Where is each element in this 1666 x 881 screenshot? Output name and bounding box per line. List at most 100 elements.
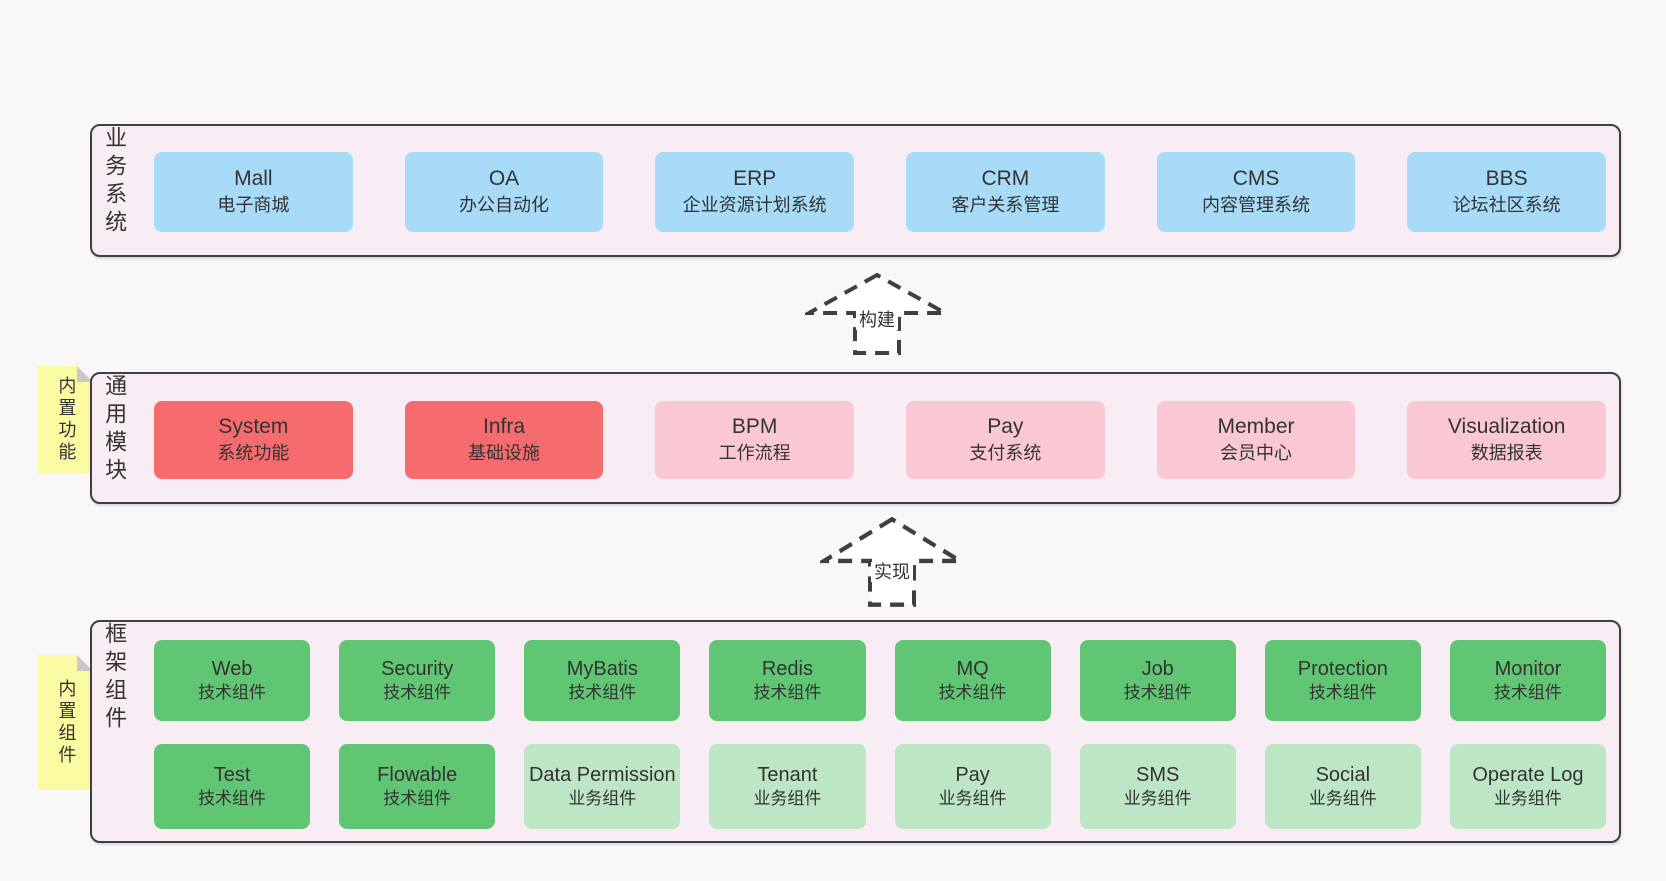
- box-name: CRM: [981, 167, 1030, 190]
- box-desc: 办公自动化: [459, 195, 549, 215]
- band-business-systems: 业务系统 Mall 电子商城 OA 办公自动化 ERP 企业资源计划系统 CRM 客户关…: [90, 124, 1621, 257]
- box-desc: 业务组件: [1123, 788, 1192, 808]
- box-name: Social: [1315, 763, 1371, 786]
- box-name: Redis: [761, 657, 813, 680]
- box-system: System 系统功能: [154, 401, 353, 479]
- box-desc: 电子商城: [217, 195, 290, 215]
- box-name: Tenant: [757, 763, 818, 786]
- box-mall: Mall 电子商城: [154, 152, 353, 232]
- box-desc: 数据报表: [1470, 443, 1543, 463]
- box-name: BBS: [1485, 167, 1528, 190]
- box-name: BPM: [731, 415, 778, 438]
- box-desc: 技术组件: [383, 682, 452, 702]
- box-desc: 业务组件: [1308, 788, 1377, 808]
- box-name: Visualization: [1447, 415, 1566, 438]
- band-row: Mall 电子商城 OA 办公自动化 ERP 企业资源计划系统 CRM 客户关系管理 C…: [154, 152, 1607, 232]
- box-pay-module: Pay 支付系统: [906, 401, 1105, 479]
- sticky-note-builtin-features: 内置功能: [38, 366, 93, 473]
- box-name: OA: [488, 167, 520, 190]
- box-name: Pay: [955, 763, 990, 786]
- box-name: Infra: [482, 415, 526, 438]
- arrow-build-label: 构建: [805, 306, 949, 332]
- box-name: ERP: [733, 167, 777, 190]
- box-name: CMS: [1232, 167, 1280, 190]
- arrow-build: 构建: [805, 272, 949, 356]
- box-bbs: BBS 论坛社区系统: [1407, 152, 1607, 232]
- box-desc: 论坛社区系统: [1452, 195, 1561, 215]
- box-name: MyBatis: [566, 657, 638, 680]
- band-label-common-modules: 通用模块: [102, 374, 128, 486]
- box-desc: 技术组件: [198, 682, 267, 702]
- box-desc: 内容管理系统: [1202, 195, 1311, 215]
- box-desc: 支付系统: [969, 443, 1042, 463]
- box-erp: ERP 企业资源计划系统: [655, 152, 855, 232]
- box-name: Flowable: [377, 763, 458, 786]
- arrow-implement-label: 实现: [820, 558, 964, 584]
- box-desc: 技术组件: [1493, 682, 1562, 702]
- box-desc: 业务组件: [753, 788, 822, 808]
- arrow-implement: 实现: [820, 516, 964, 608]
- box-name: Monitor: [1494, 657, 1562, 680]
- box-name: Member: [1217, 415, 1295, 438]
- box-name: MQ: [956, 657, 989, 680]
- box-desc: 客户关系管理: [951, 195, 1060, 215]
- box-desc: 业务组件: [1493, 788, 1562, 808]
- band-label-business-systems: 业务系统: [102, 126, 128, 238]
- box-name: Web: [211, 657, 253, 680]
- box-desc: 技术组件: [383, 788, 452, 808]
- box-desc: 会员中心: [1220, 443, 1293, 463]
- box-desc: 系统功能: [217, 443, 290, 463]
- box-infra: Infra 基础设施: [404, 401, 604, 479]
- box-oa: OA 办公自动化: [404, 152, 604, 232]
- box-desc: 技术组件: [1123, 682, 1192, 702]
- box-desc: 基础设施: [468, 443, 540, 463]
- box-desc: 技术组件: [1308, 682, 1377, 702]
- box-desc: 技术组件: [938, 682, 1007, 702]
- box-name: Security: [381, 657, 454, 680]
- box-name: Protection: [1297, 657, 1388, 680]
- box-name: SMS: [1136, 763, 1180, 786]
- box-desc: 技术组件: [753, 682, 822, 702]
- box-desc: 业务组件: [568, 788, 637, 808]
- box-name: Operate Log: [1472, 763, 1584, 786]
- sticky-note-builtin-components: 内置组件: [38, 655, 93, 790]
- box-visualization: Visualization 数据报表: [1407, 401, 1607, 479]
- box-desc: 技术组件: [198, 788, 267, 808]
- sticky-note-text: 内置功能: [56, 375, 77, 464]
- box-desc: 技术组件: [568, 682, 637, 702]
- sticky-note-text: 内置组件: [56, 678, 77, 767]
- box-cms: CMS 内容管理系统: [1156, 152, 1356, 232]
- box-name: Mall: [234, 167, 273, 190]
- box-desc: 业务组件: [938, 788, 1007, 808]
- box-member: Member 会员中心: [1156, 401, 1356, 479]
- box-name: Data Permission: [528, 763, 676, 786]
- box-name: Test: [213, 763, 251, 786]
- box-desc: 企业资源计划系统: [682, 195, 827, 215]
- band-label-framework-components: 框架组件: [102, 622, 128, 734]
- box-name: System: [218, 415, 289, 438]
- box-name: Pay: [987, 415, 1024, 438]
